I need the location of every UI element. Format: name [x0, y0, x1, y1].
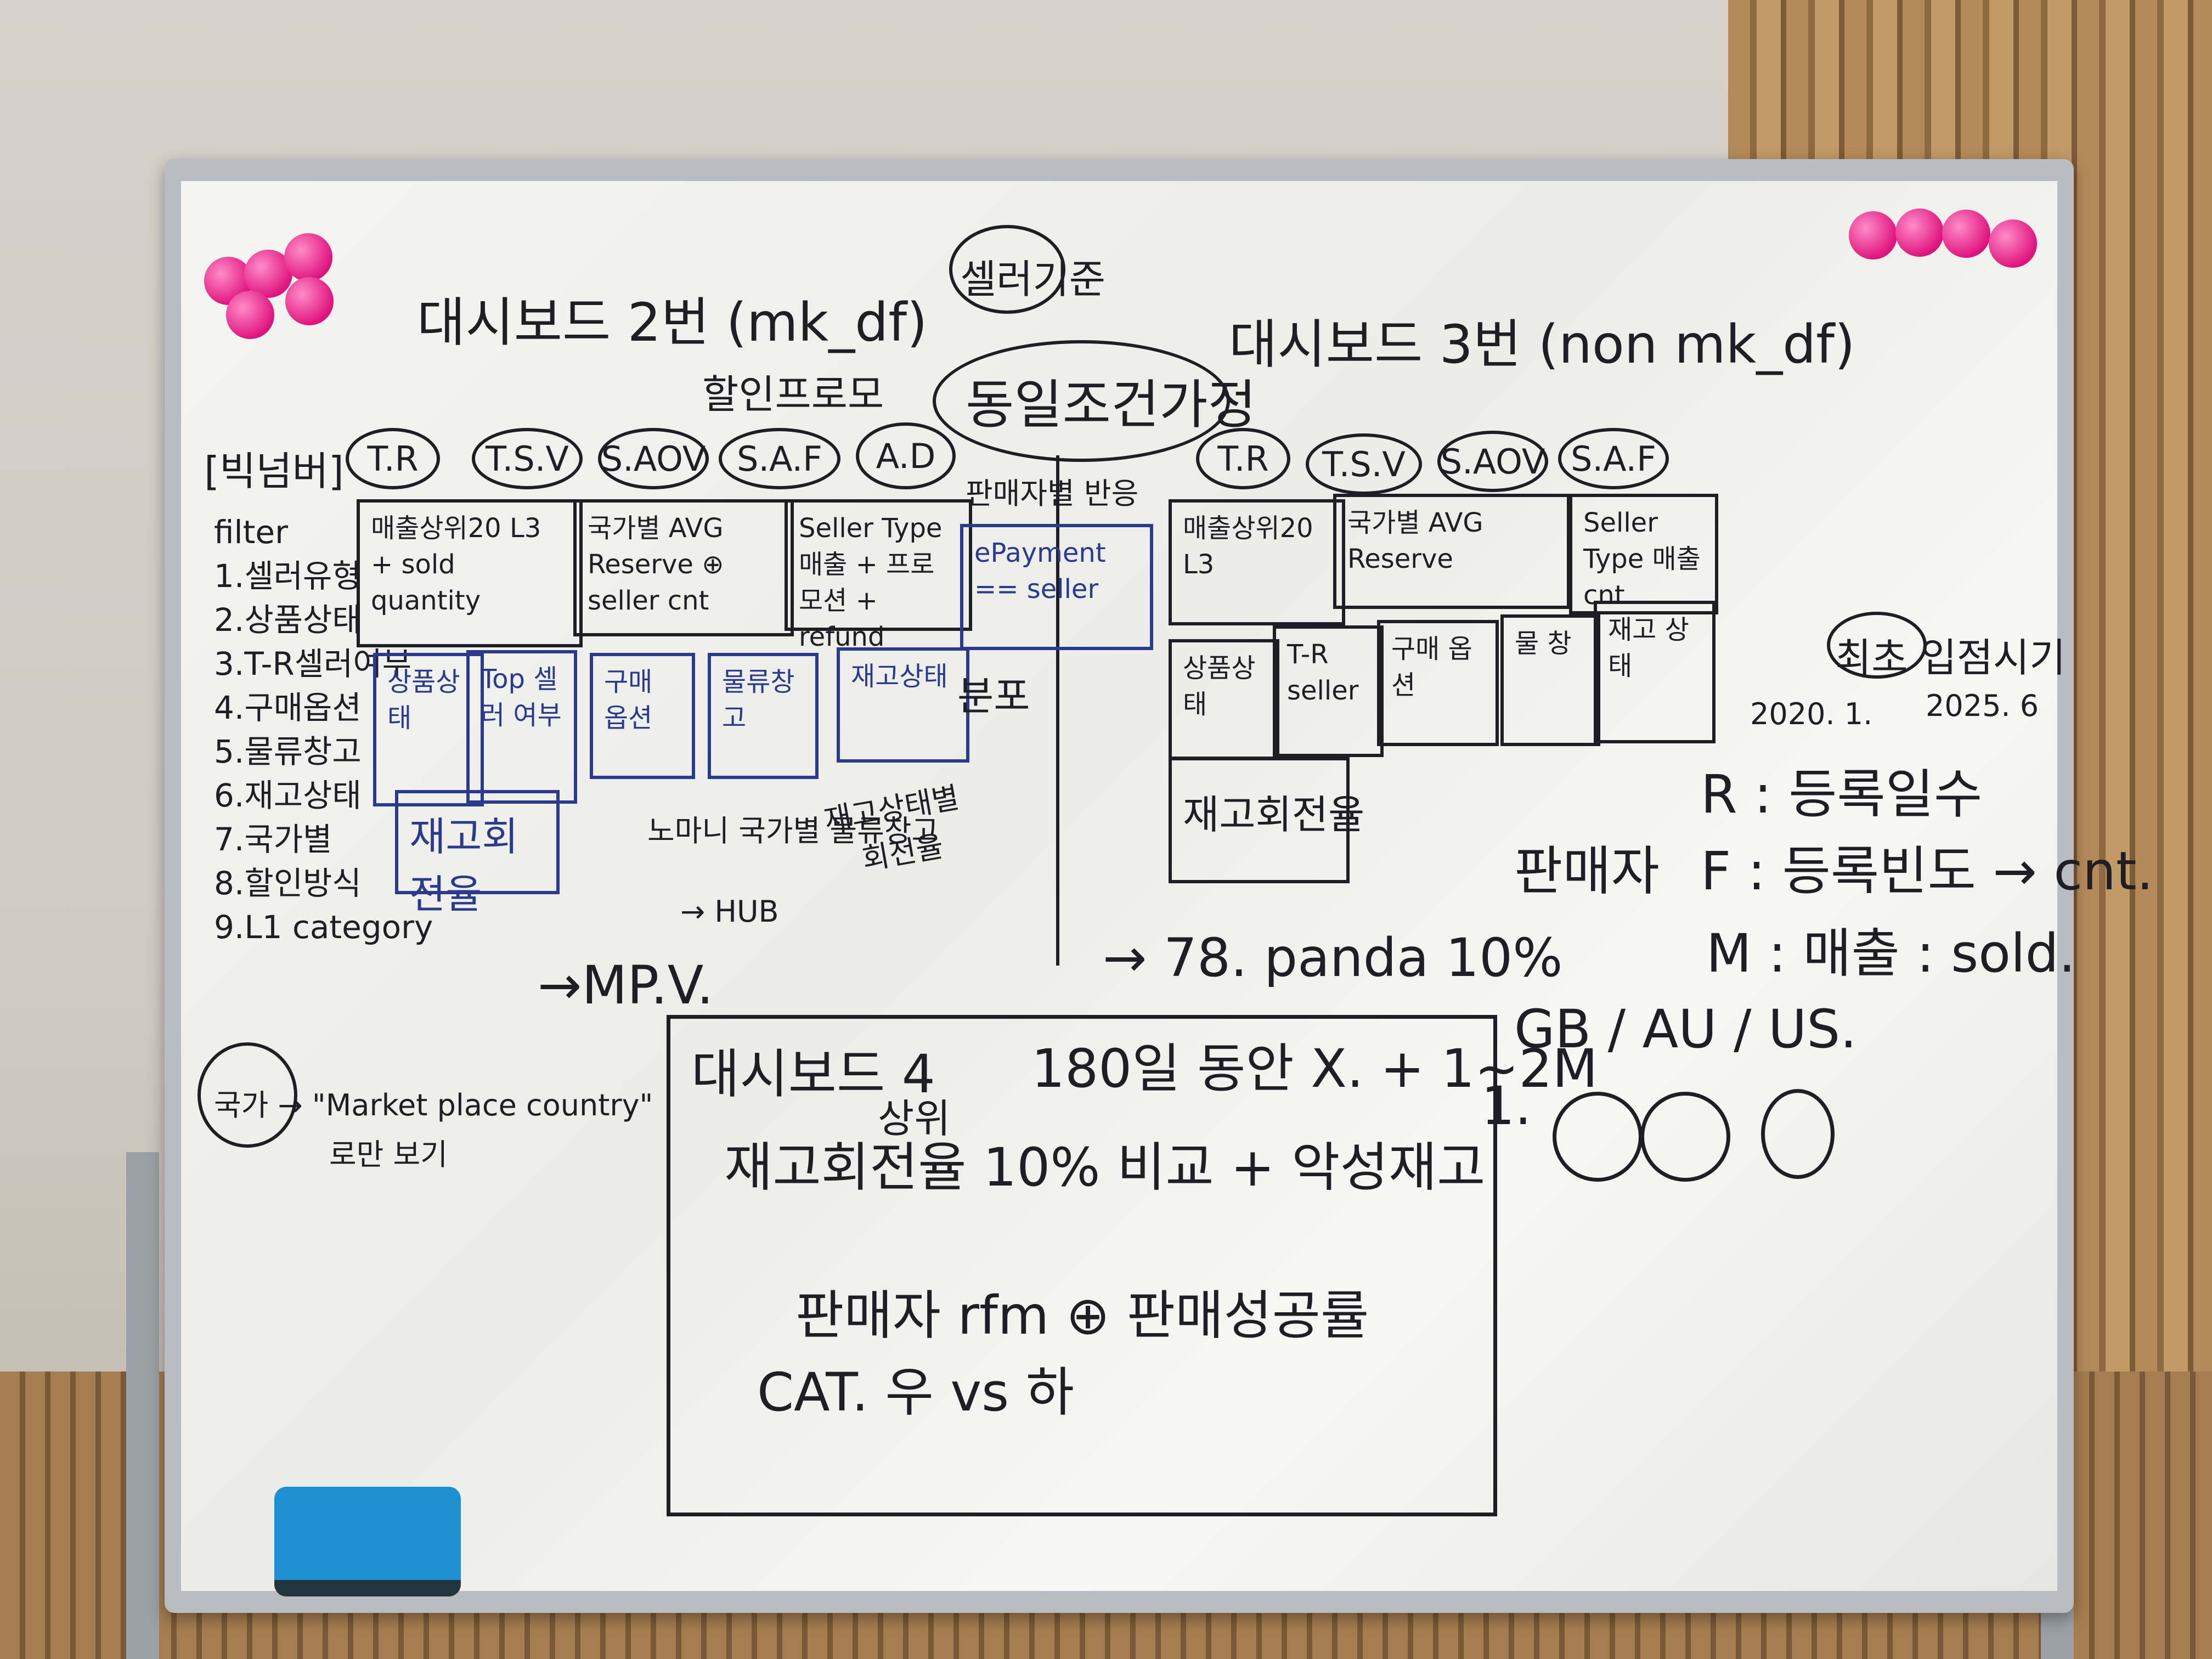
kpi-oval-saf: S.A.F: [719, 428, 840, 489]
small-card-product-status-right: 상품상태: [1169, 639, 1279, 760]
hub-note-2: → HUB: [680, 894, 779, 929]
filter-label: filter: [214, 514, 288, 551]
filter-list: filter 1.셀러유형 2.상품상태 3.T-R셀러여부 4.구매옵션 5.…: [214, 510, 433, 949]
small-card-tr-seller-right: T-R seller: [1273, 625, 1384, 757]
small-card-top-seller: Top 셀러 여부: [466, 650, 577, 804]
kpi-oval-tsv: T.S.V: [472, 428, 583, 489]
dashboard4-line3: CAT. 우 vs 하: [757, 1362, 1075, 1423]
board-stand-left: [126, 1152, 159, 1659]
small-card-stock-status: 재고상태: [837, 647, 969, 763]
rfm-r: R : 등록일수: [1701, 764, 1983, 825]
ad-note: 판매자별 반응: [966, 476, 1139, 511]
small-card-warehouse-right: 물 창: [1500, 614, 1600, 746]
date-end: 2025. 6: [1926, 689, 2039, 723]
dashboard4-box: [667, 1015, 1497, 1516]
filter-item: 7.국가별: [214, 821, 332, 858]
first-entry-note: 최초 입점시기: [1835, 635, 2066, 681]
panda-note: → 78. panda 10%: [1103, 927, 1563, 989]
circle-mark: [1761, 1089, 1835, 1179]
dashboard2-title: 대시보드 2번 (mk_df): [417, 292, 928, 353]
whiteboard-eraser: [274, 1487, 461, 1596]
country-note-2: 로만 보기: [329, 1137, 448, 1172]
chart-card-country-reserve: 국가별 AVG Reserve ⊕ seller cnt: [573, 499, 794, 636]
country-codes: GB / AU / US.: [1514, 998, 1857, 1060]
magnet: [1989, 219, 2037, 268]
filter-item: 8.할인방식: [214, 865, 362, 902]
circle-mark: [1640, 1092, 1730, 1182]
country-circle: [198, 1042, 297, 1148]
small-card-purchase-option: 구매 옵션: [590, 653, 695, 779]
seller-basis-label: 셀러기준: [960, 256, 1105, 302]
rfm-f: F : 등록빈도 → cnt.: [1701, 840, 2154, 902]
ad-blue-box: ePayment == seller: [960, 524, 1153, 650]
dashboard3-title: 대시보드 3번 (non mk_df): [1229, 314, 1855, 375]
same-condition-label: 동일조건가정: [966, 374, 1256, 436]
hub-note-1: 노마니 국가별 물류창고: [647, 814, 939, 848]
filter-item: 6.재고상태: [214, 777, 362, 814]
first-entry-oval: [1827, 612, 1927, 679]
turnover-card-right: 재고회전율: [1169, 757, 1364, 883]
filter-item: 4.구매옵션: [214, 689, 362, 726]
rfm-seller-label: 판매자: [1514, 840, 1660, 902]
small-card-purchase-option-right: 구매 옵션: [1377, 620, 1499, 746]
chart-card-sales-top20-right: 매출상위20 L3: [1169, 499, 1345, 625]
magnet: [1849, 211, 1897, 259]
filter-item: 5.물류창고: [214, 733, 362, 770]
dashboard4-top: 상위: [878, 1096, 951, 1142]
dashboard4-period: 180일 동안 X. + 1~2M: [1031, 1038, 1598, 1099]
dashboard4-title: 대시보드 4: [691, 1043, 935, 1105]
distribution-label: 분포: [957, 673, 1030, 719]
big-number-label: [빅넘버]: [204, 448, 344, 494]
same-condition-oval: [933, 340, 1230, 462]
chart-card-sales-top20: 매출상위20 L3 + sold quantity: [357, 499, 583, 647]
filter-item: 3.T-R셀러여부: [214, 645, 412, 682]
magnet: [1942, 210, 1990, 258]
magnet: [226, 291, 274, 339]
kpi-oval-saov: S.AOV: [598, 428, 709, 489]
filter-item: 1.셀러유형: [214, 557, 362, 595]
circle-mark: [1553, 1092, 1643, 1182]
kpi-oval-saf-right: S.A.F: [1558, 428, 1669, 489]
rfm-m: M : 매출 : sold.: [1706, 923, 2076, 984]
country-note-1: 국가 → "Market place country": [214, 1088, 653, 1122]
kpi-oval-ad: A.D: [856, 422, 956, 489]
small-card-stock-status-right: 재고 상태: [1594, 601, 1716, 743]
chart-card-country-reserve-right: 국가별 AVG Reserve: [1333, 494, 1570, 609]
small-card-warehouse: 물류창고: [708, 653, 819, 779]
magnet: [284, 233, 332, 281]
kpi-oval-tr-right: T.R: [1196, 428, 1290, 489]
circles-label: 1.: [1481, 1075, 1532, 1137]
kpi-oval-tsv-right: T.S.V: [1306, 433, 1422, 495]
dashboard4-line2: 판매자 rfm ⊕ 판매성공률: [795, 1285, 1369, 1346]
dashboard4-line1: 재고회전율 10% 비교 + 악성재고: [724, 1137, 1486, 1198]
filter-item: 2.상품상태: [214, 601, 362, 639]
date-start: 2020. 1.: [1750, 697, 1873, 731]
chart-card-seller-type-right: Seller Type 매출 cnt: [1569, 494, 1718, 614]
kpi-oval-tr: T.R: [346, 428, 440, 489]
kpi-oval-saov-right: S.AOV: [1437, 431, 1548, 492]
center-divider: [1056, 455, 1059, 966]
small-card-product-status: 상품상태: [373, 653, 484, 806]
magnet: [285, 277, 334, 325]
seller-basis-oval: [949, 225, 1065, 314]
turnover-card-left: 재고회전율: [395, 790, 560, 917]
magnet: [1895, 208, 1944, 257]
mpv-label: →MP.V.: [538, 955, 714, 1016]
chart-card-seller-type: Seller Type 매출 + 프로모션 + refund: [785, 499, 972, 652]
discount-promo-label: 할인프로모: [702, 371, 884, 417]
filter-item: 9.L1 category: [214, 909, 433, 946]
